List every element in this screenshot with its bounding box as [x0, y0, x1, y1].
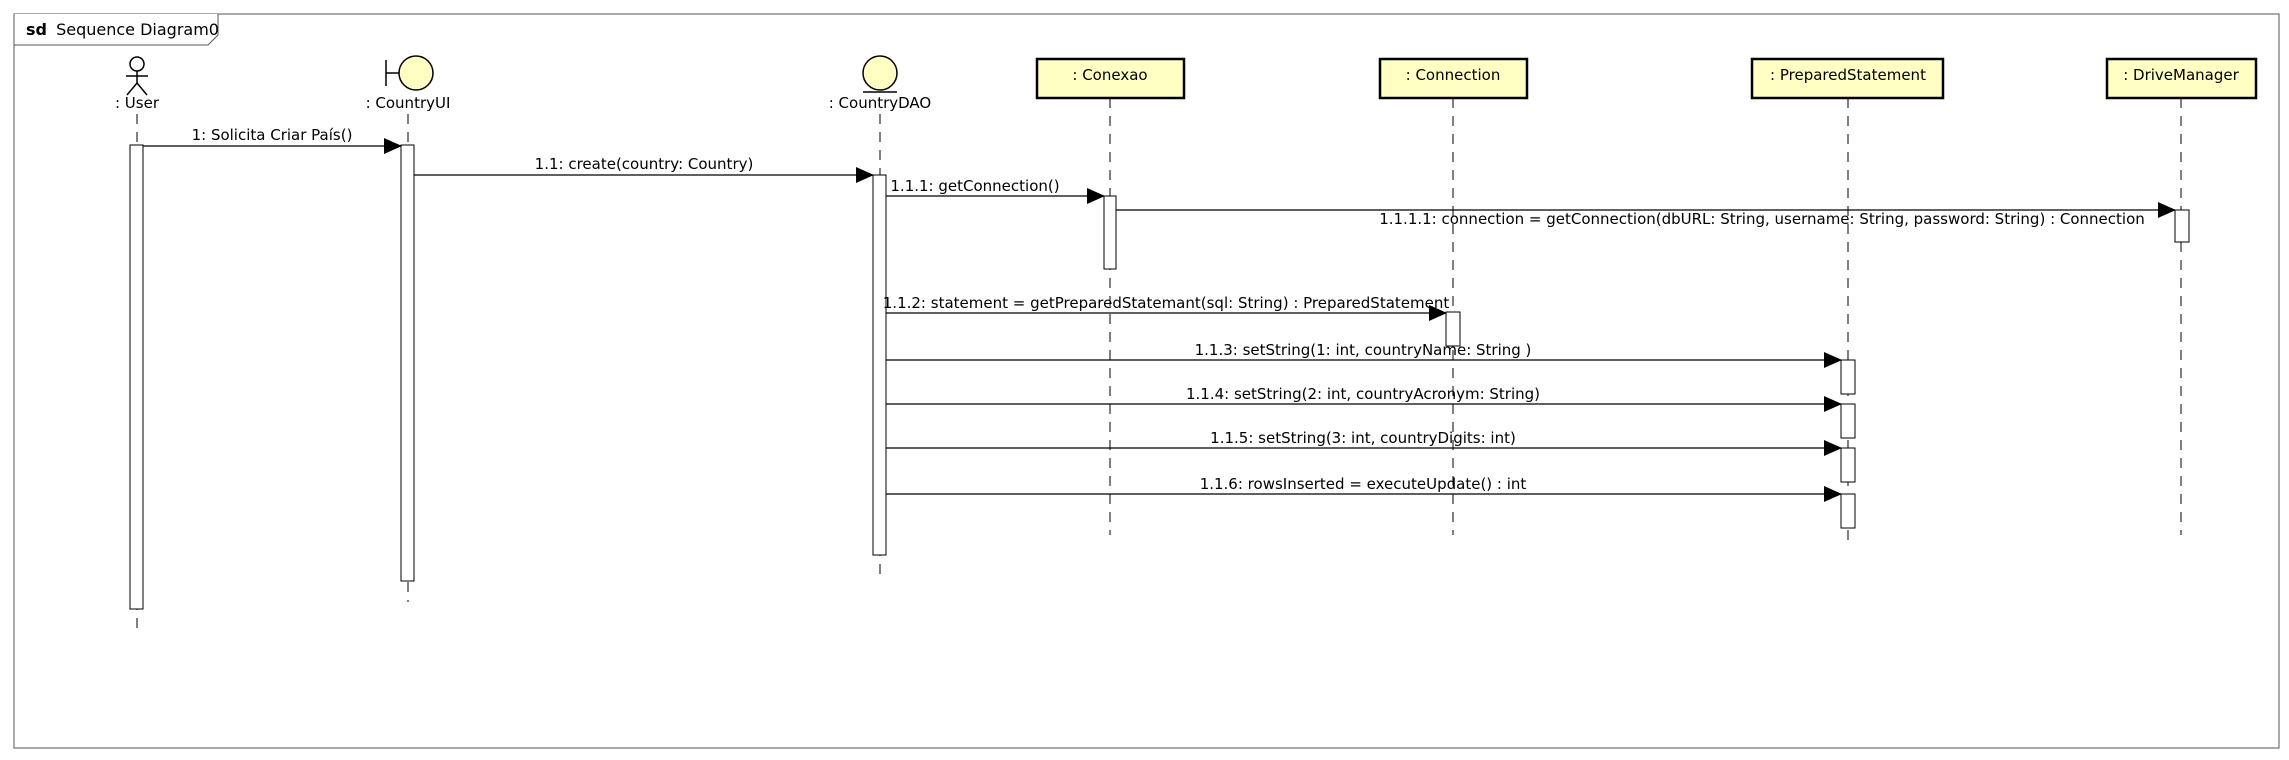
activation-bar: [1840, 447, 1856, 483]
lifeline-label: : CountryUI: [366, 94, 451, 112]
activation-bar: [1840, 493, 1856, 529]
message-label: 1.1.2: statement = getPreparedStatemant(…: [883, 294, 1450, 312]
activation-bar: [1445, 311, 1461, 347]
message-label: 1.1.5: setString(3: int, countryDigits: …: [1210, 429, 1516, 447]
message-label: 1.1.6: rowsInserted = executeUpdate() : …: [1200, 475, 1527, 493]
message-label: 1.1.1.1: connection = getConnection(dbUR…: [1379, 210, 2145, 228]
lifeline-drivemanager[interactable]: : DriveManager: [2105, 57, 2258, 535]
message-1[interactable]: 1: Solicita Criar País(): [143, 126, 402, 154]
message-1-1-6[interactable]: 1.1.6: rowsInserted = executeUpdate() : …: [886, 475, 1842, 502]
lifeline-label: : DriveManager: [2123, 66, 2239, 84]
lifeline-head-box: [1750, 57, 1945, 100]
message-1-1-2[interactable]: 1.1.2: statement = getPreparedStatemant(…: [883, 294, 1450, 321]
lifeline-label: : Connection: [1406, 66, 1501, 84]
actor-icon: [126, 56, 148, 96]
lifeline-head-box: [1035, 57, 1186, 100]
message-1-1-1-1[interactable]: 1.1.1.1: connection = getConnection(dbUR…: [1116, 202, 2176, 228]
svg-text:sd Sequence Diagram0: sd Sequence Diagram0: [26, 20, 219, 39]
entity-icon: [862, 55, 898, 93]
lifeline-countrydao[interactable]: : CountryDAO: [829, 55, 932, 575]
diagram-frame: sd Sequence Diagram0: [13, 13, 2280, 749]
message-label: 1.1.1: getConnection(): [890, 177, 1059, 195]
boundary-icon: [385, 55, 434, 91]
message-label: 1.1: create(country: Country): [535, 155, 754, 173]
lifeline-label: : User: [115, 94, 160, 112]
activation-bar: [1840, 359, 1856, 395]
frame-keyword: sd: [26, 20, 47, 39]
activation-bar: [2174, 209, 2190, 243]
frame-title: Sequence Diagram0: [56, 20, 219, 39]
lifeline-countryui[interactable]: : CountryUI: [366, 55, 451, 602]
message-1-1-5[interactable]: 1.1.5: setString(3: int, countryDigits: …: [886, 429, 1842, 456]
activation-bar: [1840, 403, 1856, 439]
activation-bar: [129, 144, 144, 610]
message-1-1-3[interactable]: 1.1.3: setString(1: int, countryName: St…: [886, 341, 1842, 368]
lifeline-connection[interactable]: : Connection: [1378, 57, 1529, 535]
message-label: 1: Solicita Criar País(): [192, 126, 353, 144]
activation-bar: [1103, 195, 1117, 270]
lifeline-user[interactable]: : User: [115, 56, 160, 630]
message-1-1-1[interactable]: 1.1.1: getConnection(): [886, 177, 1105, 204]
lifeline-label: : CountryDAO: [829, 94, 932, 112]
activation-bar: [400, 144, 415, 582]
message-label: 1.1.4: setString(2: int, countryAcronym:…: [1186, 385, 1540, 403]
lifeline-preparedstatement[interactable]: : PreparedStatement: [1750, 57, 1945, 548]
lifeline-head-box: [2105, 57, 2258, 100]
message-label: 1.1.3: setString(1: int, countryName: St…: [1195, 341, 1532, 359]
message-1-1-4[interactable]: 1.1.4: setString(2: int, countryAcronym:…: [886, 385, 1842, 412]
lifeline-label: : Conexao: [1072, 66, 1147, 84]
message-1-1[interactable]: 1.1: create(country: Country): [414, 155, 874, 183]
activation-bar: [872, 174, 887, 556]
lifeline-label: : PreparedStatement: [1770, 66, 1926, 84]
lifeline-conexao[interactable]: : Conexao: [1035, 57, 1186, 535]
